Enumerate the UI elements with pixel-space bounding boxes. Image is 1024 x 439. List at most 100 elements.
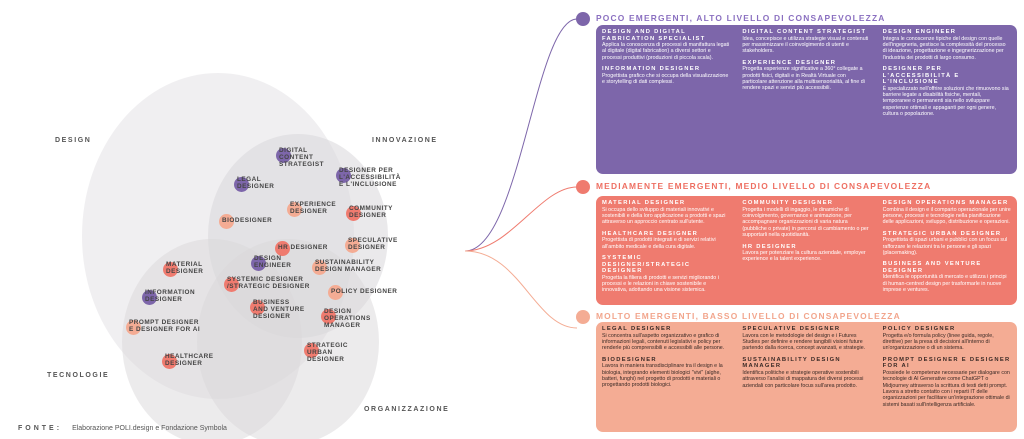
node-dot: [218, 213, 234, 229]
role-title: HR DESIGNER: [742, 243, 797, 250]
node-label: BIODESIGNER: [222, 217, 272, 225]
node-dot: [344, 237, 360, 253]
role-title: POLICY DESIGNER: [882, 326, 956, 332]
role-entry: DESIGNER PER L'ACCESSIBILITÀ E L'INCLUSI…: [883, 66, 1011, 118]
node-label-line: OPERATIONS: [324, 314, 371, 322]
role-description: Progetta la filiera di prodotti e serviz…: [602, 274, 719, 294]
node-label-line: MATERIAL: [166, 261, 203, 268]
role-title: BIODESIGNER: [602, 356, 657, 363]
node-label-line: COMMUNITY: [349, 205, 393, 212]
role-title: EXPERIENCE DESIGNER: [742, 59, 837, 66]
node-label-line: CONTENT: [279, 153, 314, 161]
node-dot: [233, 176, 249, 192]
node-label-line: DESIGN: [254, 255, 282, 262]
node-dot: [161, 353, 177, 369]
role-description: Progetta esperienze significative a 360°…: [742, 66, 865, 92]
section-marker-dot: [576, 180, 590, 194]
node-dot: [141, 289, 157, 305]
section-title: POCO EMERGENTI, ALTO LIVELLO DI CONSAPEV…: [596, 13, 886, 23]
role-description: Identifica le opportunità di mercato e u…: [882, 274, 1007, 294]
connector-light: [464, 250, 578, 329]
role-entry: DESIGN AND DIGITAL FABRICATION SPECIALIS…: [602, 29, 730, 61]
node-label-line: ENGINEER: [254, 261, 292, 269]
node-dot: [162, 261, 178, 277]
role-title: BUSINESS AND VENTURE DESIGNER: [882, 261, 982, 274]
role-description: Progetta i modelli di ingaggio, le dinam…: [742, 206, 869, 239]
node-label-line: DIGITAL: [279, 147, 308, 154]
node-label-line: DESIGNER: [237, 182, 275, 190]
node-label-line: PROMPT DESIGNER: [129, 319, 199, 326]
node-label-line: AND VENTURE: [253, 305, 305, 313]
node-dot: [311, 259, 327, 275]
role-description: Identifica politiche e strategie operati…: [742, 369, 864, 389]
node-dot: [125, 319, 141, 335]
node-label-line: INFORMATION: [145, 289, 196, 296]
node-label-line: DESIGNER: [290, 207, 328, 215]
role-description: Progettista di spazi urbani e pubblici c…: [882, 237, 1008, 257]
axis-label-tecnologie: TECNOLOGIE: [47, 372, 110, 379]
role-title: INFORMATION DESIGNER: [602, 66, 701, 73]
node-label-line: SUSTAINABILITY: [315, 259, 375, 266]
section-panel: DESIGN AND DIGITAL FABRICATION SPECIALIS…: [596, 25, 1017, 174]
node-label-line: DESIGNER: [307, 355, 345, 363]
section-title: MOLTO EMERGENTI, BASSO LIVELLO DI CONSAP…: [596, 311, 901, 321]
role-description: Integra le conoscenze tipiche del design…: [882, 35, 1006, 61]
role-description: È specializzato nell'offrire soluzioni c…: [882, 85, 1009, 118]
node-dot: [274, 240, 290, 256]
role-description: Lavora per potenziare la cultura azienda…: [742, 250, 866, 263]
node-label-line: MANAGER: [324, 321, 361, 329]
node-label-line: DESIGN MANAGER: [315, 265, 382, 273]
node-label-line: POLICY DESIGNER: [331, 287, 398, 295]
axis-label-innovazione: INNOVAZIONE: [372, 137, 438, 144]
node-label-line: E DESIGNER FOR AI: [129, 325, 201, 333]
node-label-line: LEGAL: [237, 176, 262, 183]
node-label-line: EXPERIENCE: [290, 201, 337, 208]
role-description: Progettista grafico che si occupa della …: [602, 72, 729, 86]
role-description: Combina il design e il comparto operazio…: [882, 206, 1011, 226]
role-description: Applica la conoscenza di processi di man…: [602, 42, 730, 61]
node-label-line: URBAN: [307, 348, 333, 356]
venn-diagram: DESIGN INNOVAZIONE TECNOLOGIE ORGANIZZAZ…: [18, 18, 578, 439]
node-dot: [327, 284, 343, 300]
node-label-line: HR DESIGNER: [278, 243, 328, 251]
connector-red: [464, 186, 578, 252]
node-dot: [223, 276, 239, 292]
node-label: POLICY DESIGNER: [331, 287, 398, 296]
role-description: Progetta e/o formula policy (linee guida…: [882, 332, 994, 352]
node-label: HR DESIGNER: [278, 243, 328, 252]
section-marker-dot: [576, 12, 590, 26]
node-label-line: DESIGNER: [165, 359, 203, 367]
role-description: Possiede le competenze necessarie per di…: [882, 369, 1010, 408]
axis-label-design: DESIGN: [55, 137, 92, 144]
role-title: SPECULATIVE DESIGNER: [742, 326, 841, 332]
role-title: MATERIAL DESIGNER: [602, 200, 686, 206]
node-label-line: DESIGNER: [166, 267, 204, 275]
node-label-line: STRATEGIC: [307, 342, 348, 349]
